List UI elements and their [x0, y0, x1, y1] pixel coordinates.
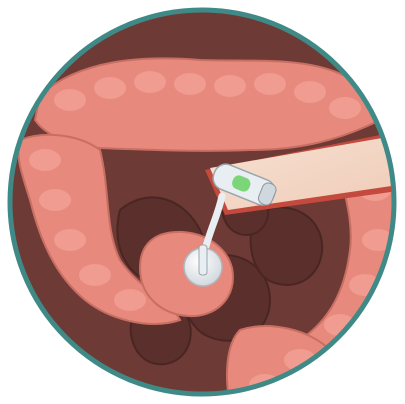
haustra-fold [29, 149, 61, 171]
haustra-fold [114, 289, 146, 311]
haustra-fold [94, 77, 126, 99]
haustra-fold [134, 71, 166, 93]
haustra-fold [39, 189, 71, 211]
haustra-fold [214, 75, 246, 97]
haustra-fold [174, 73, 206, 95]
haustra-fold [254, 73, 286, 95]
haustra-fold [54, 89, 86, 111]
haustra-fold [79, 264, 111, 286]
haustra-fold [54, 229, 86, 251]
haustra-fold [294, 81, 326, 103]
haustra-fold [329, 97, 361, 119]
